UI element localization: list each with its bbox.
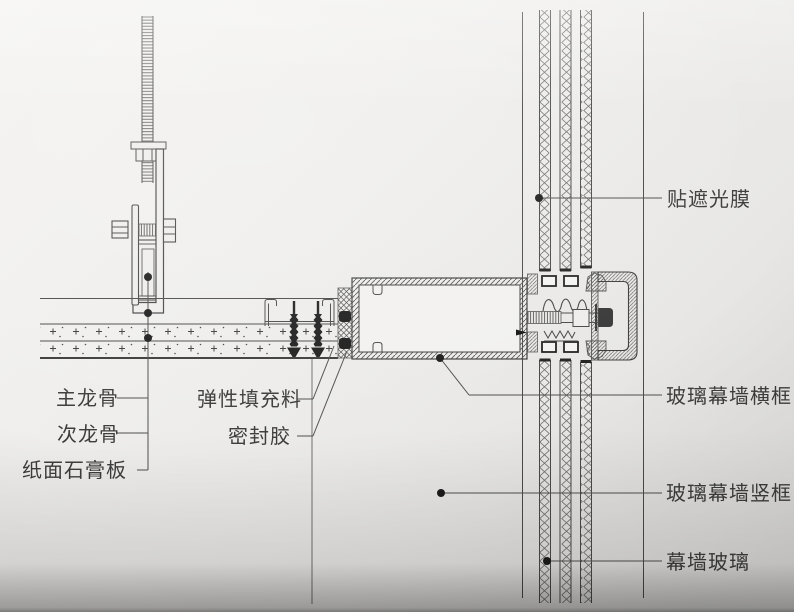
- joint-filler: [337, 287, 353, 359]
- rod-washer: [130, 141, 167, 150]
- curtain-wall-horizontal-frame: [351, 273, 538, 360]
- frame-gasket: [527, 331, 538, 353]
- glazing-blocks: [541, 275, 579, 353]
- frame-gasket: [527, 273, 538, 295]
- label-cw-vertical-frame: 玻璃幕墙竖框: [666, 482, 792, 505]
- frame-drain-mark: [516, 329, 527, 336]
- leader-elastic-filler: [297, 345, 335, 400]
- glass-pane: [559, 360, 572, 603]
- curtain-wall-glass-panes: [539, 10, 592, 603]
- glass-pane: [559, 10, 572, 271]
- hanger-assembly: [111, 16, 177, 314]
- leader-left-group: [117, 272, 149, 471]
- label-sealant: 密封胶: [228, 425, 291, 448]
- hanger-bracket: [132, 148, 165, 314]
- label-secondary-keel: 次龙骨: [57, 423, 120, 446]
- glass-pane: [580, 362, 592, 603]
- hanger-strap: [131, 204, 140, 306]
- label-gypsum-board: 纸面石膏板: [22, 459, 127, 482]
- glass-edge-bars: [539, 265, 592, 363]
- label-shading-film: 贴遮光膜: [667, 188, 751, 211]
- threaded-hanger-rod: [141, 16, 154, 183]
- glass-pane: [539, 10, 551, 271]
- frame-screw-boss: [372, 285, 383, 295]
- glass-pane: [539, 360, 551, 603]
- cover-cap: [597, 271, 638, 361]
- sealant-bead: [339, 311, 351, 322]
- gasket-wave: [542, 298, 588, 313]
- sealant-bead: [339, 338, 351, 349]
- ceiling-assembly: [40, 298, 338, 604]
- glass-pane: [580, 10, 592, 268]
- leader-sealant: [297, 350, 348, 437]
- serrated-clamp: [543, 329, 578, 342]
- label-elastic-filler: 弹性填充料: [197, 388, 302, 411]
- labels: 主龙骨 次龙骨 纸面石膏板 弹性填充料 密封胶 贴遮光膜 玻璃幕墙横框 玻璃幕墙…: [22, 188, 792, 574]
- bracket-bolt: [111, 218, 177, 243]
- furring-channel: [264, 299, 335, 326]
- label-cw-glass: 幕墙玻璃: [666, 551, 750, 574]
- label-cw-horizontal-frame: 玻璃幕墙横框: [666, 385, 792, 408]
- label-main-keel: 主龙骨: [56, 387, 119, 410]
- frame-screw-boss: [372, 342, 383, 352]
- mullion-connection: [527, 271, 638, 361]
- leader-dots: [144, 194, 551, 565]
- gypsum-boards: [40, 323, 338, 359]
- leader-lines: [117, 197, 662, 562]
- fixing-bolt: [527, 304, 613, 331]
- leader-horizontal-frame: [439, 357, 662, 396]
